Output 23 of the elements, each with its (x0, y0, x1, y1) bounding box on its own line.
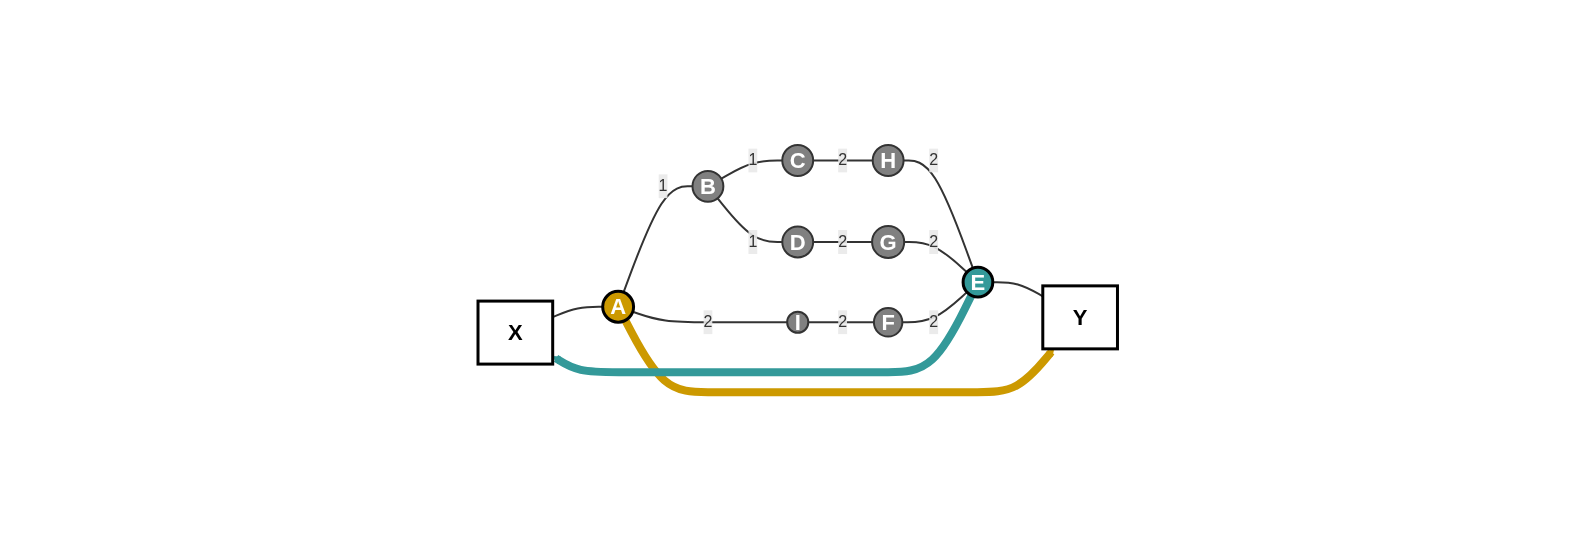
edge-label: 1 (658, 177, 668, 195)
edge-label: 1 (748, 151, 758, 169)
edge-label: 2 (838, 313, 848, 331)
node-circle: B (691, 169, 725, 203)
node-circle: F (873, 307, 904, 338)
edge-label: 2 (703, 313, 713, 331)
edge-label: 2 (929, 313, 939, 331)
node-circle: D (781, 225, 815, 259)
node-circle: H (871, 144, 905, 177)
edge-label: 2 (838, 151, 848, 169)
node-box: X (476, 299, 555, 366)
node-circle: A (601, 289, 636, 324)
node-circle: I (786, 310, 810, 334)
edge-label: 2 (838, 232, 848, 250)
edge-label: 2 (929, 151, 939, 169)
arrow (552, 293, 976, 377)
arrow (622, 318, 1055, 397)
node-box: Y (1041, 284, 1120, 351)
edge-label: 1 (748, 232, 758, 250)
node-circle: E (961, 265, 995, 299)
node-circle: G (871, 224, 906, 259)
node-circle: C (781, 144, 815, 177)
edge-label: 2 (929, 232, 939, 250)
